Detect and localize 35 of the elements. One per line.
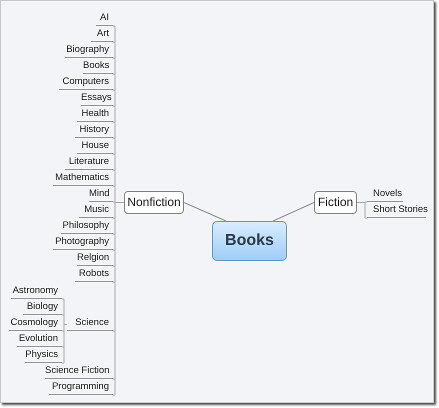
subtopic: Mind (89, 187, 113, 202)
subtopic: Photography (53, 235, 113, 250)
subtopic: Astronomy (11, 284, 62, 299)
subtopic: Relgion (77, 251, 113, 266)
subtopic: Short Stories (367, 203, 426, 218)
main-topic: Nonfiction (124, 191, 184, 214)
subtopic: Essays (81, 91, 113, 106)
connector-trunk (356, 202, 366, 218)
subtopic: Biology (23, 300, 62, 315)
connector-trunk (64, 298, 68, 364)
subtopic: AI (96, 11, 113, 26)
subtopic: House (77, 139, 113, 154)
subtopic: Art (91, 27, 113, 42)
subtopic: Science (67, 316, 113, 331)
subtopic: Mathematics (53, 171, 113, 186)
subtopic: Programming (49, 380, 113, 395)
subtopic: Physics (25, 348, 62, 363)
subtopic: Biography (65, 43, 113, 58)
subtopic: Books (83, 59, 113, 74)
subtopic: Evolution (17, 332, 62, 347)
subtopic: Robots (75, 267, 113, 282)
subtopic: History (75, 123, 113, 138)
main-topic: Fiction (314, 191, 357, 214)
subtopic: Music (79, 203, 113, 218)
connector-line (272, 202, 314, 222)
connector-trunk (114, 26, 124, 396)
central-topic: Books (212, 221, 287, 261)
connector-line (184, 202, 226, 222)
subtopic: Literature (65, 155, 113, 170)
subtopic: Health (77, 107, 113, 122)
subtopic: Science Fiction (45, 364, 113, 379)
subtopic: Cosmology (9, 316, 62, 331)
subtopic: Philosophy (61, 219, 113, 234)
subtopic: Computers (59, 75, 113, 90)
subtopic: Novels (367, 187, 403, 202)
